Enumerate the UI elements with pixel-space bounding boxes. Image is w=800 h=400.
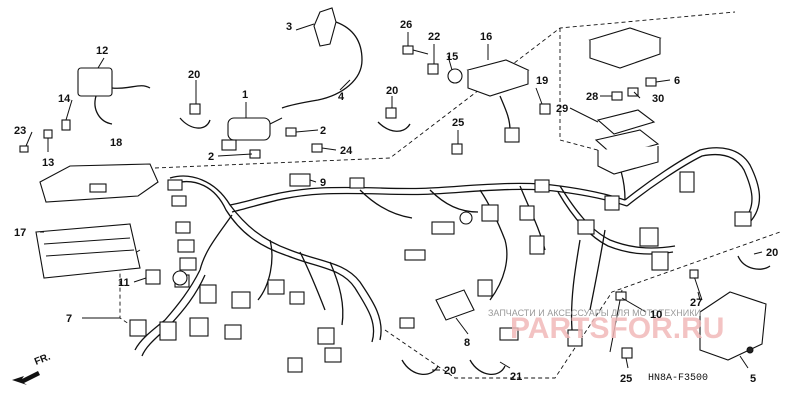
left-group-border	[119, 249, 141, 331]
parts-25-bolts	[451, 143, 633, 359]
drawing-code: HN8A-F3500	[648, 373, 708, 384]
callout-20: 20	[444, 365, 456, 377]
callout-11: 11	[118, 277, 130, 289]
watermark: ЗАПЧАСТИ И АКСЕССУАРЫ ДЛЯ МОТОТЕХНИКИ PA…	[488, 308, 724, 345]
leader-lines	[25, 23, 763, 371]
callout-19: 19	[536, 75, 548, 87]
callout-4: 4	[338, 91, 345, 103]
callout-9: 9	[320, 177, 326, 189]
part-1-ignition-coil	[221, 117, 283, 151]
callout-15: 15	[446, 51, 458, 63]
arrow-icon	[12, 371, 40, 385]
callout-23: 23	[14, 125, 26, 137]
callout-29: 29	[556, 103, 568, 115]
callout-20: 20	[386, 85, 398, 97]
direction-label: FR.	[33, 351, 52, 367]
callout-labels: 1 2 2 3 4 5 6 7 8 9 10 11 12 13 14 15 16…	[14, 19, 778, 385]
parts-15-22-26-fasteners	[402, 45, 463, 84]
lower-group-border	[384, 231, 781, 379]
callout-7: 7	[66, 313, 72, 325]
part-18-cover	[39, 163, 159, 203]
watermark-brand: PARTSFOR.RU	[510, 312, 724, 345]
callout-2: 2	[208, 151, 214, 163]
small-hardware	[19, 103, 551, 159]
callout-20: 20	[766, 247, 778, 259]
part-11-clip	[145, 269, 161, 285]
callout-22: 22	[428, 31, 440, 43]
parts-20-clamps	[179, 103, 771, 375]
callout-25: 25	[620, 373, 632, 385]
part-9-connector	[289, 173, 311, 187]
callout-25: 25	[452, 117, 464, 129]
part-17-control-unit	[35, 223, 141, 279]
callout-16: 16	[480, 31, 492, 43]
callout-17: 17	[14, 227, 26, 239]
callout-27: 27	[690, 297, 702, 309]
callout-10: 10	[650, 309, 662, 321]
callout-20: 20	[188, 69, 200, 81]
part-16-regulator	[466, 59, 530, 143]
callout-18: 18	[110, 137, 122, 149]
callout-12: 12	[96, 45, 108, 57]
callout-24: 24	[340, 145, 353, 157]
callout-21: 21	[510, 371, 522, 383]
part-10-connector	[609, 289, 627, 353]
part-3-4-plug-cap-lead	[281, 7, 363, 109]
callout-1: 1	[242, 89, 248, 101]
callout-14: 14	[58, 93, 71, 105]
callout-5: 5	[750, 373, 756, 385]
callout-13: 13	[42, 157, 54, 169]
callout-6: 6	[674, 75, 680, 87]
callout-28: 28	[586, 91, 598, 103]
callout-26: 26	[400, 19, 412, 31]
part-8-sensor	[435, 289, 475, 321]
harness-connectors-left	[129, 171, 752, 373]
part-5-relay	[699, 291, 767, 361]
part-fuse-box-assembly	[588, 27, 662, 175]
callout-8: 8	[464, 337, 470, 349]
part-12-unit	[77, 67, 151, 125]
part-27-screw	[689, 269, 703, 301]
callout-2: 2	[320, 125, 326, 137]
watermark-text: ЗАПЧАСТИ И АКСЕССУАРЫ ДЛЯ МОТОТЕХНИКИ	[488, 308, 701, 318]
callout-30: 30	[652, 93, 664, 105]
callout-3: 3	[286, 21, 292, 33]
front-direction-indicator: FR.	[12, 351, 52, 385]
